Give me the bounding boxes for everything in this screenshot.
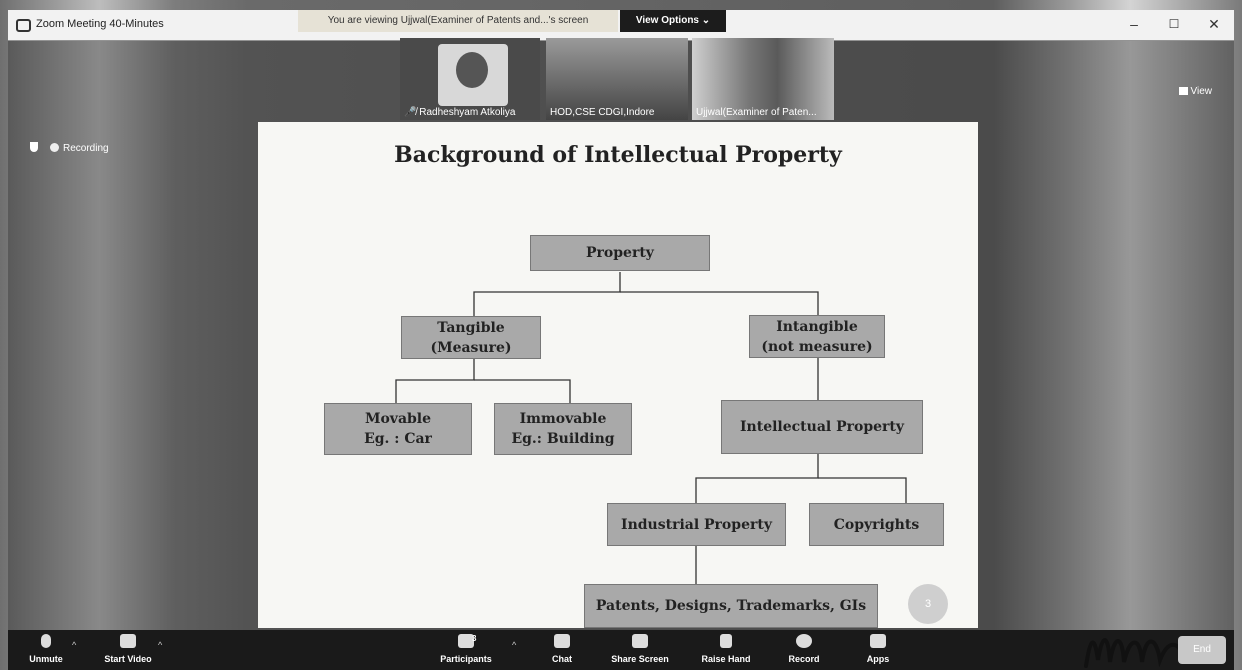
participant-avatar xyxy=(438,44,508,106)
node-property: Property xyxy=(530,235,710,271)
participants-button[interactable]: 3 Participants xyxy=(440,634,492,664)
record-icon xyxy=(796,634,812,648)
participants-icon xyxy=(458,634,474,648)
apps-button[interactable]: Apps xyxy=(846,634,910,664)
participant-tile[interactable]: HOD,CSE CDGI,Indore xyxy=(546,38,688,120)
connector-line xyxy=(473,272,621,317)
slide-page-number: 3 xyxy=(908,584,948,624)
participant-tile[interactable]: Ujjwal(Examiner of Paten... xyxy=(692,38,834,120)
participant-name: HOD,CSE CDGI,Indore xyxy=(550,107,655,118)
participant-name: 🎤̸ Radheshyam Atkoliya xyxy=(404,107,516,118)
connector-line xyxy=(818,477,907,503)
node-copyrights: Copyrights xyxy=(809,503,944,546)
end-meeting-button[interactable]: End xyxy=(1178,636,1226,664)
chat-button[interactable]: Chat xyxy=(530,634,594,664)
view-options-button[interactable]: View Options ⌄ xyxy=(620,10,726,32)
node-patents-designs-trademarks: Patents, Designs, Trademarks, GIs xyxy=(584,584,878,628)
participant-tile[interactable]: 🎤̸ Radheshyam Atkoliya xyxy=(400,38,540,120)
recording-indicator: Recording xyxy=(30,142,109,154)
node-immovable: Immovable Eg.: Building xyxy=(494,403,632,455)
chat-icon xyxy=(554,634,570,648)
record-button[interactable]: Record xyxy=(772,634,836,664)
share-screen-icon xyxy=(632,634,648,648)
node-intellectual-property: Intellectual Property xyxy=(721,400,923,454)
recording-dot-icon xyxy=(50,143,59,152)
shield-icon[interactable] xyxy=(30,142,38,152)
video-off-icon xyxy=(120,634,136,648)
connector-line xyxy=(474,379,571,404)
window-title: Zoom Meeting 40-Minutes xyxy=(36,18,164,30)
connector-line xyxy=(620,291,819,316)
shared-slide: Background of Intellectual Property Prop… xyxy=(258,122,978,628)
screen-share-banner: You are viewing Ujjwal(Examiner of Paten… xyxy=(298,10,618,32)
grid-view-icon xyxy=(1178,87,1188,95)
meeting-toolbar: Unmute ^ Start Video ^ 3 Participants ^ … xyxy=(8,630,1234,670)
handwritten-signature xyxy=(1084,638,1186,668)
connector-line xyxy=(395,356,475,404)
participants-count: 3 xyxy=(472,634,477,643)
unmute-button[interactable]: Unmute xyxy=(14,634,78,664)
start-video-button[interactable]: Start Video xyxy=(96,634,160,664)
slide-title: Background of Intellectual Property xyxy=(394,142,842,168)
participants-options-caret[interactable]: ^ xyxy=(512,640,517,650)
muted-microphone-icon xyxy=(41,634,51,648)
raise-hand-icon xyxy=(720,634,732,648)
window-titlebar: Zoom Meeting 40-Minutes You are viewing … xyxy=(8,10,1234,41)
node-industrial-property: Industrial Property xyxy=(607,503,786,546)
close-button[interactable]: ✕ xyxy=(1208,16,1220,32)
diagram-connectors xyxy=(395,272,907,584)
connector-line xyxy=(695,452,819,503)
node-tangible: Tangible (Measure) xyxy=(401,316,541,359)
participant-name: Ujjwal(Examiner of Paten... xyxy=(696,107,817,118)
audio-options-caret[interactable]: ^ xyxy=(72,640,77,650)
zoom-app-icon xyxy=(16,19,31,32)
share-screen-button[interactable]: Share Screen xyxy=(608,634,672,664)
view-button[interactable]: View xyxy=(1178,86,1212,97)
minimize-button[interactable]: – xyxy=(1130,16,1138,32)
maximize-button[interactable]: ☐ xyxy=(1168,17,1180,31)
video-options-caret[interactable]: ^ xyxy=(158,640,163,650)
raise-hand-button[interactable]: Raise Hand xyxy=(694,634,758,664)
node-intangible: Intangible (not measure) xyxy=(749,315,885,358)
apps-icon xyxy=(870,634,886,648)
node-movable: Movable Eg. : Car xyxy=(324,403,472,455)
